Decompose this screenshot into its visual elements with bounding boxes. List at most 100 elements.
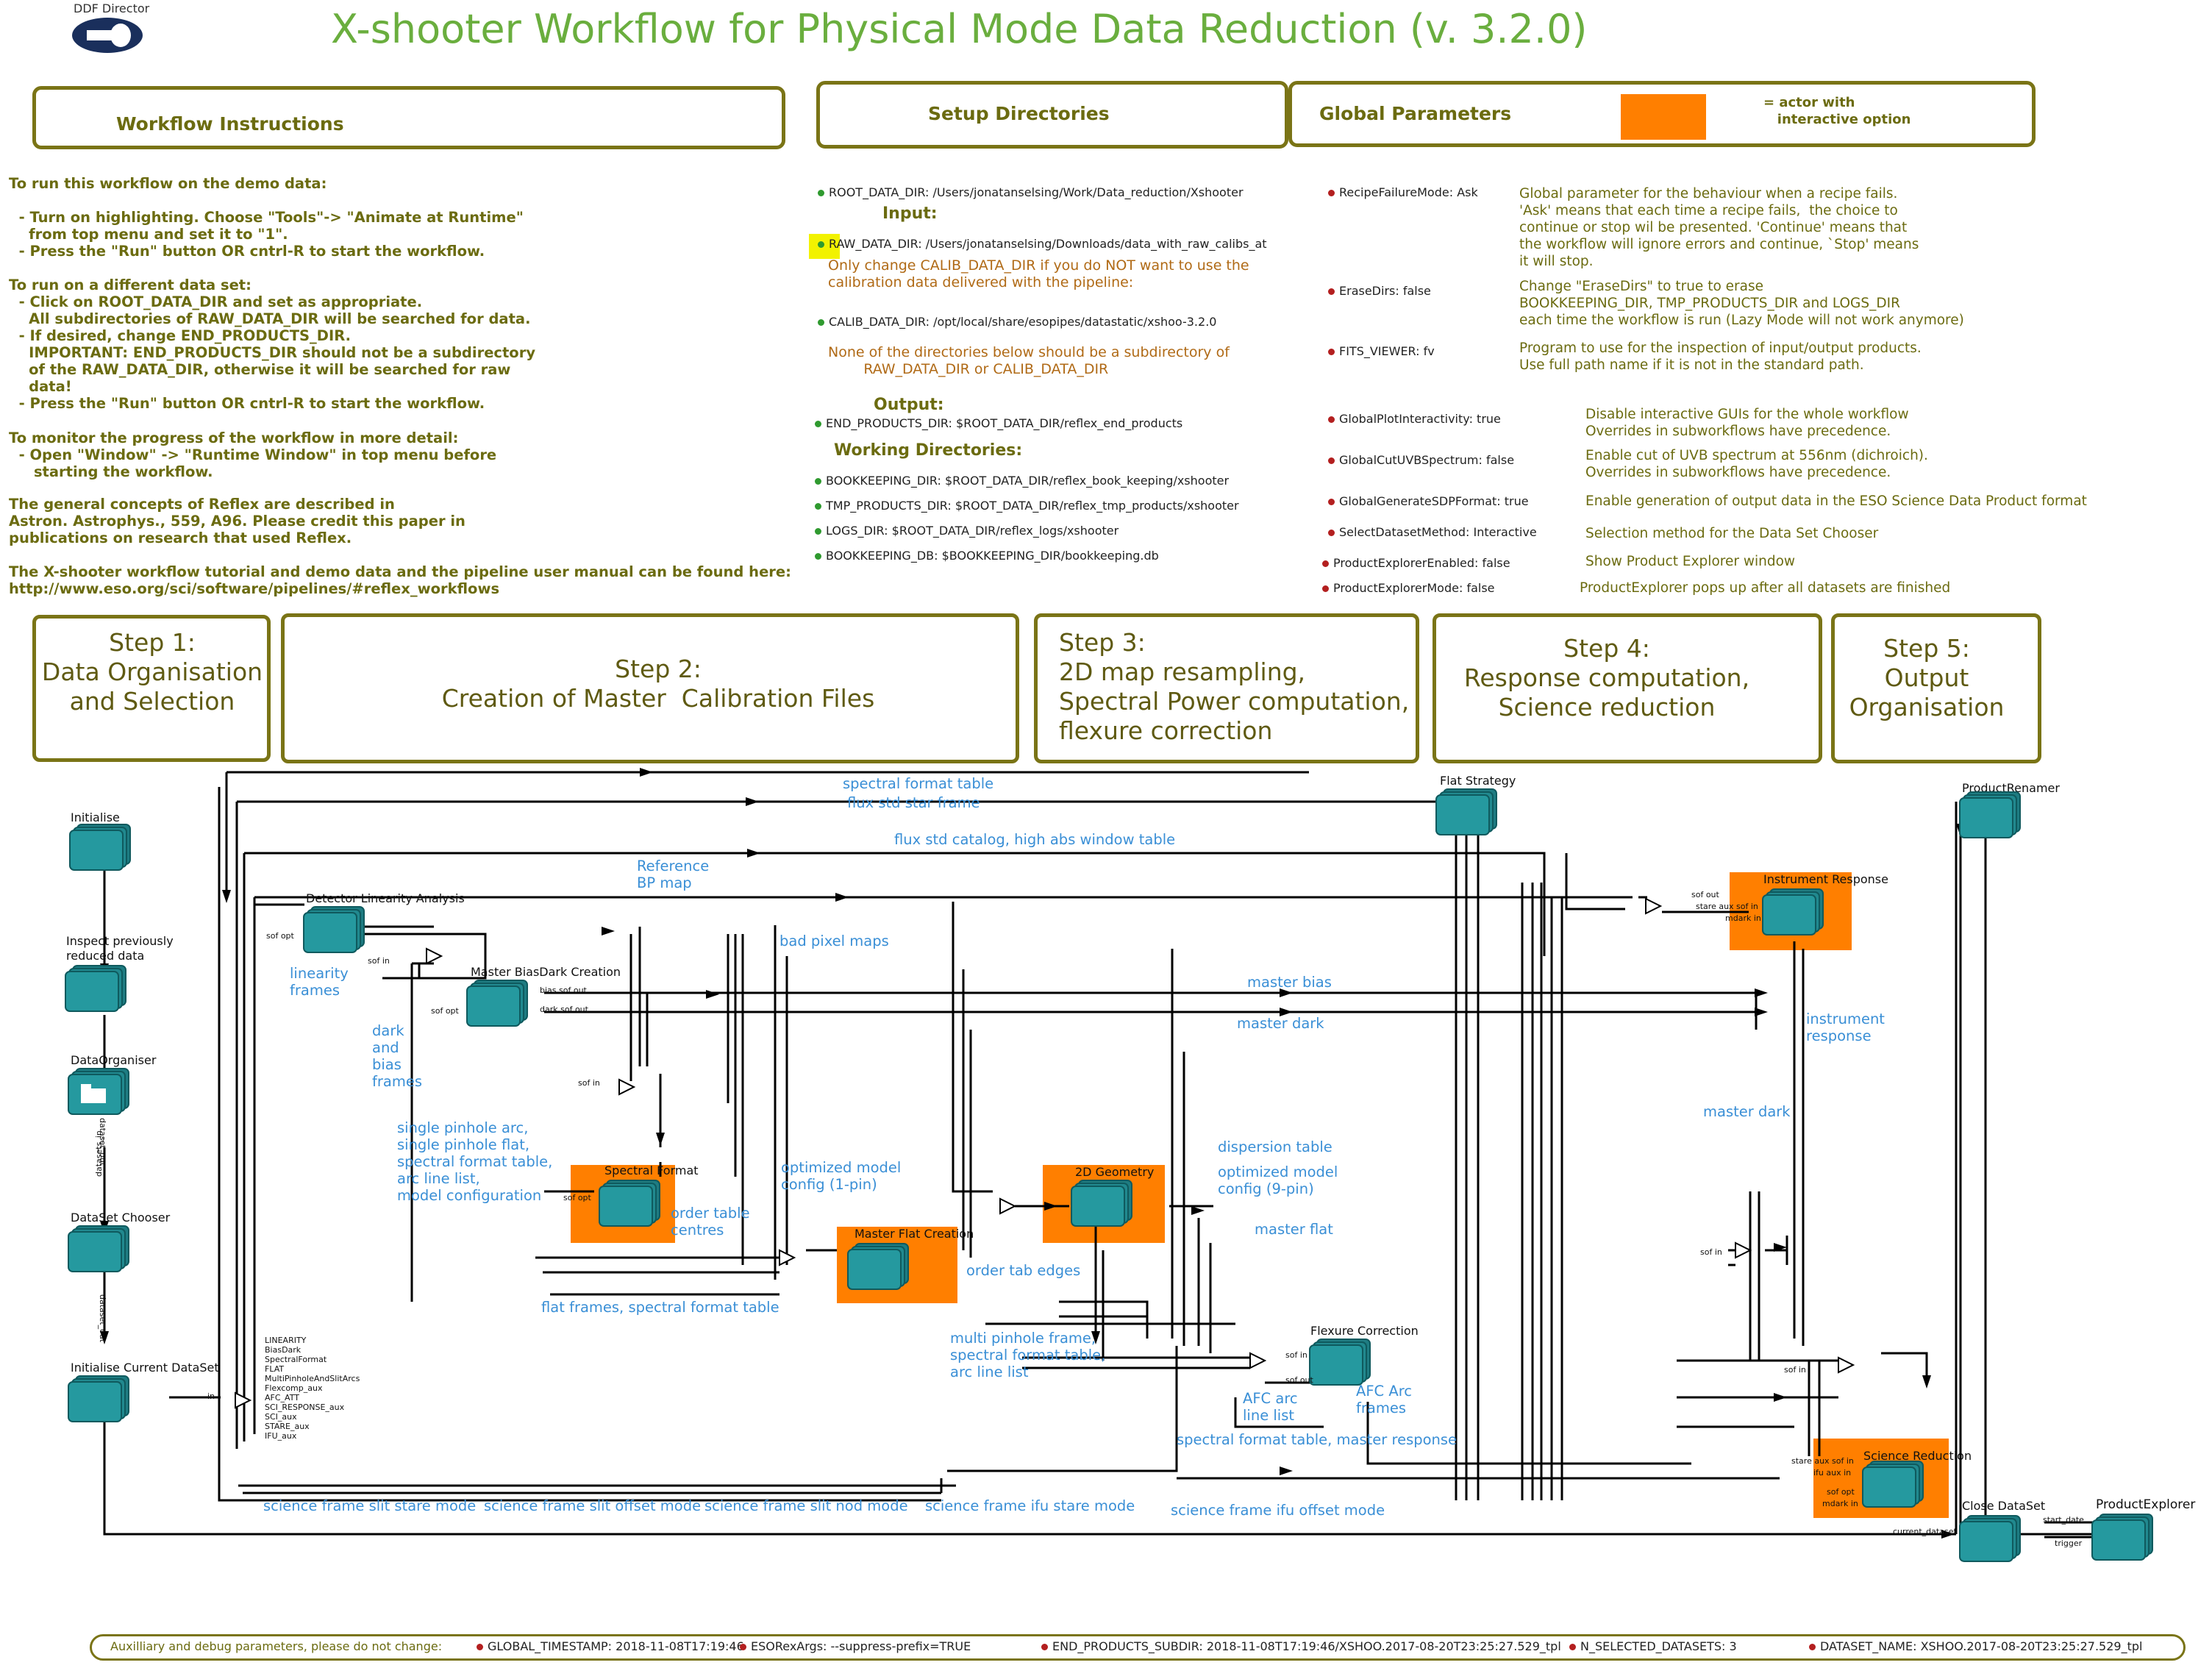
logs-dir-param[interactable]: LOGS_DIR: $ROOT_DATA_DIR/reflex_logs/xsh… xyxy=(815,524,1119,538)
wire-label: master flat xyxy=(1255,1221,1333,1238)
wire-label: dispersion table xyxy=(1218,1138,1332,1155)
wire-label: AFC Arc frames xyxy=(1356,1383,1413,1416)
wire-label: spectral format table, master response xyxy=(1177,1431,1458,1448)
actor-label: 2D Geometry xyxy=(1075,1165,1155,1179)
global-timestamp-param[interactable]: GLOBAL_TIMESTAMP: 2018-11-08T17:19:46 xyxy=(477,1639,744,1653)
product-renamer-actor[interactable] xyxy=(1959,791,2021,838)
step-2-label: Step 2: Creation of Master Calibration F… xyxy=(441,655,875,713)
inspect-previous-actor[interactable] xyxy=(65,965,126,1012)
cut-uvb-param[interactable]: GlobalCutUVBSpectrum: false xyxy=(1328,453,1514,467)
wire-label: multi pinhole frame, spectral format tab… xyxy=(950,1330,1106,1380)
port-label: sof opt xyxy=(431,1006,459,1016)
wire-label: optimized model config (1-pin) xyxy=(781,1159,902,1193)
port-label: IFU_aux xyxy=(265,1431,297,1441)
fits-viewer-param[interactable]: FITS_VIEWER: fv xyxy=(1328,344,1435,358)
port-label: sof in xyxy=(1784,1365,1806,1375)
port-label: sof in xyxy=(1285,1350,1307,1360)
n-selected-datasets-param[interactable]: N_SELECTED_DATASETS: 3 xyxy=(1569,1639,1737,1653)
flat-strategy-actor[interactable] xyxy=(1435,788,1497,835)
actor-label: ProductExplorer xyxy=(2096,1497,2196,1512)
product-explorer-actor[interactable] xyxy=(2091,1514,2153,1561)
global-title: Global Parameters xyxy=(1319,103,1512,124)
flexure-correction-actor[interactable] xyxy=(1309,1339,1371,1386)
tmp-products-dir-param[interactable]: TMP_PRODUCTS_DIR: $ROOT_DATA_DIR/reflex_… xyxy=(815,499,1239,513)
port-label: MultiPinholeAndSlitArcs xyxy=(265,1374,360,1383)
folder-icon xyxy=(81,1084,106,1103)
setup-title: Setup Directories xyxy=(928,103,1110,124)
initialise-actor[interactable] xyxy=(69,824,131,871)
param-description: Enable generation of output data in the … xyxy=(1585,493,2087,509)
step-2-box xyxy=(281,613,1019,763)
wire-label: science frame ifu stare mode xyxy=(925,1497,1135,1514)
science-reduction-actor[interactable] xyxy=(1862,1461,1924,1508)
actor-label: Science Reduction xyxy=(1863,1449,1972,1463)
instruction-line: To monitor the progress of the workflow … xyxy=(9,430,497,480)
wire-label: order table centres xyxy=(671,1205,750,1238)
end-products-subdir-param[interactable]: END_PRODUCTS_SUBDIR: 2018-11-08T17:19:46… xyxy=(1041,1639,1561,1653)
param-description: Selection method for the Data Set Choose… xyxy=(1585,526,1879,541)
workflow-title: X-shooter Workflow for Physical Mode Dat… xyxy=(331,6,1588,52)
dataset-chooser-actor[interactable] xyxy=(68,1225,129,1272)
sdp-format-param[interactable]: GlobalGenerateSDPFormat: true xyxy=(1328,494,1529,508)
bookkeeping-db-param[interactable]: BOOKKEEPING_DB: $BOOKKEEPING_DIR/bookkee… xyxy=(815,549,1159,563)
port-label: sof out xyxy=(1285,1375,1313,1385)
port-label: sof in xyxy=(368,956,390,966)
actor-label: Master BiasDark Creation xyxy=(471,965,621,979)
port-label: bias sof out xyxy=(540,986,587,995)
data-organiser-actor[interactable] xyxy=(68,1068,129,1115)
master-flat-actor[interactable] xyxy=(847,1243,909,1290)
instruction-line: The general concepts of Reflex are descr… xyxy=(9,496,465,546)
wire-label: master dark xyxy=(1703,1103,1791,1120)
instructions-title: Workflow Instructions xyxy=(116,113,344,135)
master-biasdark-actor[interactable] xyxy=(466,980,528,1027)
root-data-dir-param[interactable]: ROOT_DATA_DIR: /Users/jonatanselsing/Wor… xyxy=(818,185,1244,199)
select-dataset-method-param[interactable]: SelectDatasetMethod: Interactive xyxy=(1328,525,1537,539)
detector-linearity-actor[interactable] xyxy=(303,906,365,953)
recipe-failure-mode-param[interactable]: RecipeFailureMode: Ask xyxy=(1328,185,1478,199)
raw-data-dir-param[interactable]: RAW_DATA_DIR: /Users/jonatanselsing/Down… xyxy=(818,237,1267,251)
port-label: sof in xyxy=(1700,1247,1722,1257)
param-description: Change "EraseDirs" to true to erase BOOK… xyxy=(1519,279,1964,328)
instrument-response-actor[interactable] xyxy=(1762,888,1824,935)
step-3-label: Step 3: 2D map resampling, Spectral Powe… xyxy=(1059,628,1410,745)
wire-label: science frame slit stare mode xyxy=(263,1497,477,1514)
port-label: sof opt xyxy=(1827,1487,1855,1497)
actor-label: Flexure Correction xyxy=(1310,1324,1419,1338)
close-dataset-actor[interactable] xyxy=(1959,1515,2021,1562)
workflow-instructions-panel xyxy=(32,86,785,149)
initialise-current-dataset-actor[interactable] xyxy=(68,1375,129,1422)
plot-interactivity-param[interactable]: GlobalPlotInteractivity: true xyxy=(1328,412,1501,426)
2d-geometry-actor[interactable] xyxy=(1071,1180,1132,1227)
step-1-label: Step 1: Data Organisation and Selection xyxy=(41,628,263,716)
wire-label: linearity frames xyxy=(290,965,349,999)
port-label: SCI_aux xyxy=(265,1412,297,1422)
param-description: Global parameter for the behaviour when … xyxy=(1519,186,1919,269)
product-explorer-enabled-param[interactable]: ProductExplorerEnabled: false xyxy=(1322,556,1510,570)
product-explorer-mode-param[interactable]: ProductExplorerMode: false xyxy=(1322,581,1495,595)
dataset-name-param[interactable]: DATASET_NAME: XSHOO.2017-08-20T23:25:27.… xyxy=(1809,1639,2142,1653)
calib-data-dir-param[interactable]: CALIB_DATA_DIR: /opt/local/share/esopipe… xyxy=(818,315,1216,329)
director-label: DDF Director xyxy=(74,1,150,15)
port-label: ifu aux in xyxy=(1813,1468,1852,1478)
actor-label: Master Flat Creation xyxy=(855,1227,974,1241)
wire-label: science frame slit offset mode xyxy=(484,1497,702,1514)
spectral-format-actor[interactable] xyxy=(599,1180,660,1227)
bookkeeping-dir-param[interactable]: BOOKKEEPING_DIR: $ROOT_DATA_DIR/reflex_b… xyxy=(815,474,1229,488)
step-5-box xyxy=(1831,613,2041,763)
debug-parameters-bar xyxy=(90,1634,2186,1661)
wire-label: flat frames, spectral format table xyxy=(541,1299,779,1316)
port-label: dark sof out xyxy=(540,1005,588,1014)
wire-label: instrument response xyxy=(1806,1011,1885,1044)
actor-label: Spectral Format xyxy=(604,1163,699,1177)
port-label: dataset_out xyxy=(98,1294,107,1343)
port-label: stare aux sof in xyxy=(1696,902,1758,911)
actor-label: Initialise Current DataSet xyxy=(71,1361,219,1375)
end-products-dir-param[interactable]: END_PRODUCTS_DIR: $ROOT_DATA_DIR/reflex_… xyxy=(815,416,1182,430)
port-label: mdark in xyxy=(1822,1499,1858,1508)
esorex-args-param[interactable]: ESORexArgs: --suppress-prefix=TRUE xyxy=(740,1639,971,1653)
wire-label: flux std star frame xyxy=(847,794,980,811)
director-icon[interactable] xyxy=(71,16,144,54)
erase-dirs-param[interactable]: EraseDirs: false xyxy=(1328,284,1431,298)
port-label: stare aux sof in xyxy=(1791,1456,1854,1466)
